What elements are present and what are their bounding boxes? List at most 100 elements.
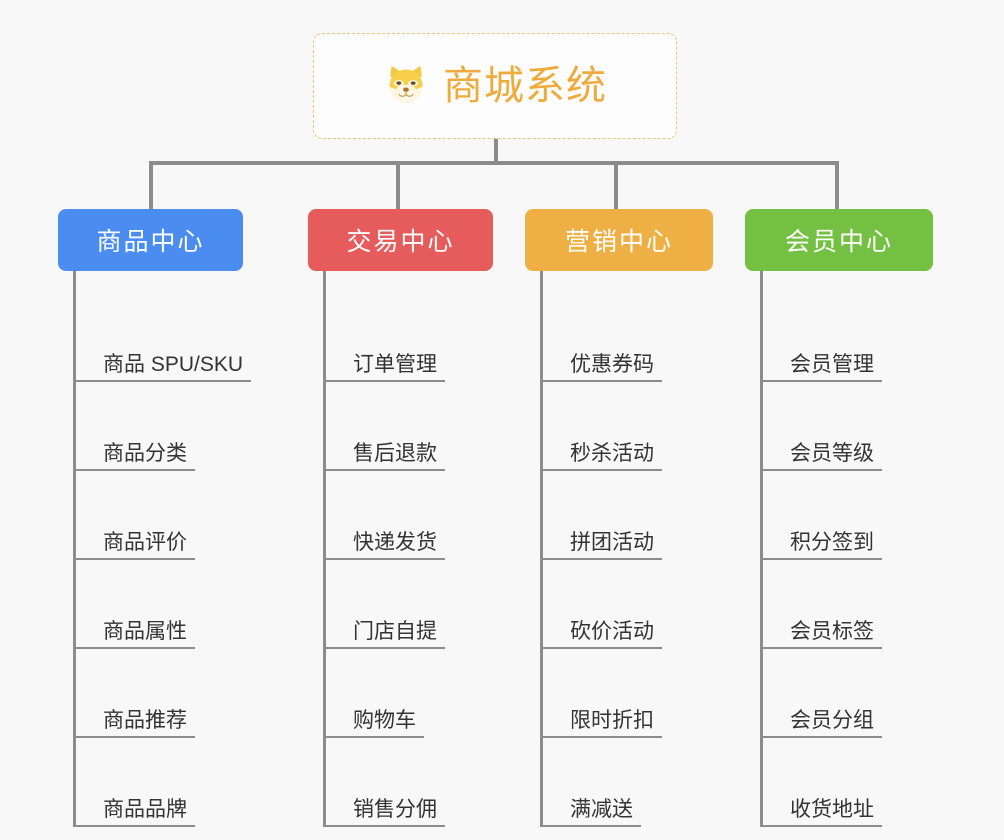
leaf-label: 拼团活动 (570, 530, 654, 554)
list-item[interactable]: 购物车 (308, 649, 493, 738)
leaf-label: 会员标签 (790, 619, 874, 643)
leaf-label: 商品评价 (103, 530, 187, 554)
list-item[interactable]: 会员管理 (745, 293, 933, 382)
leaf-underline (540, 469, 662, 471)
list-item[interactable]: 销售分佣 (308, 738, 493, 827)
leaf-label: 商品品牌 (103, 797, 187, 821)
leaf-label: 砍价活动 (570, 619, 654, 643)
list-item[interactable]: 商品属性 (58, 560, 245, 649)
list-item[interactable]: 会员分组 (745, 649, 933, 738)
list-item[interactable]: 拼团活动 (525, 471, 713, 560)
leaf-spine-3 (540, 293, 543, 827)
list-item[interactable]: 优惠券码 (525, 293, 713, 382)
branch-column-member-center: 会员中心 会员管理 会员等级 积分签到 会员标签 会员分组 (745, 209, 933, 827)
leaf-underline (323, 647, 445, 649)
leaf-list-member-center: 会员管理 会员等级 积分签到 会员标签 会员分组 收货地址 (745, 271, 933, 827)
leaf-label: 收货地址 (790, 797, 874, 821)
root-node[interactable]: 商城系统 (313, 33, 677, 139)
leaf-label: 商品推荐 (103, 708, 187, 732)
connector-branch-stem-2 (323, 271, 326, 293)
list-item[interactable]: 满减送 (525, 738, 713, 827)
list-item[interactable]: 订单管理 (308, 293, 493, 382)
leaf-underline (73, 825, 195, 827)
list-item[interactable]: 商品分类 (58, 382, 245, 471)
connector-branch-stem-1 (73, 271, 76, 293)
leaf-underline (323, 558, 445, 560)
list-item[interactable]: 商品评价 (58, 471, 245, 560)
leaf-spine-1 (73, 293, 76, 827)
branch-header-member-center[interactable]: 会员中心 (745, 209, 933, 271)
connector-bus (149, 161, 839, 165)
connector-drop-2 (396, 161, 400, 209)
leaf-underline (73, 647, 195, 649)
leaf-label: 积分签到 (790, 530, 874, 554)
list-item[interactable]: 会员标签 (745, 560, 933, 649)
list-item[interactable]: 快递发货 (308, 471, 493, 560)
list-item[interactable]: 商品 SPU/SKU (58, 293, 252, 382)
list-item[interactable]: 秒杀活动 (525, 382, 713, 471)
leaf-label: 优惠券码 (570, 352, 654, 376)
list-item[interactable]: 门店自提 (308, 560, 493, 649)
leaf-underline (73, 736, 195, 738)
leaf-underline (540, 825, 641, 827)
leaf-list-trade-center: 订单管理 售后退款 快递发货 门店自提 购物车 销售分佣 (308, 271, 493, 827)
leaf-underline (323, 736, 424, 738)
leaf-underline (540, 736, 662, 738)
connector-drop-1 (149, 161, 153, 209)
leaf-label: 秒杀活动 (570, 441, 654, 465)
list-item[interactable]: 砍价活动 (525, 560, 713, 649)
leaf-underline (73, 380, 252, 382)
branch-header-marketing-center[interactable]: 营销中心 (525, 209, 713, 271)
leaf-underline (323, 469, 445, 471)
leaf-underline (760, 469, 882, 471)
leaf-underline (73, 558, 195, 560)
list-item[interactable]: 会员等级 (745, 382, 933, 471)
leaf-underline (760, 380, 882, 382)
leaf-label: 商品分类 (103, 441, 187, 465)
branch-header-trade-center[interactable]: 交易中心 (308, 209, 493, 271)
shiba-dog-face-icon (389, 65, 423, 104)
leaf-label: 商品属性 (103, 619, 187, 643)
leaf-label: 限时折扣 (570, 708, 654, 732)
leaf-underline (760, 558, 882, 560)
leaf-list-marketing-center: 优惠券码 秒杀活动 拼团活动 砍价活动 限时折扣 满减送 (525, 271, 713, 827)
leaf-underline (760, 647, 882, 649)
branch-column-marketing-center: 营销中心 优惠券码 秒杀活动 拼团活动 砍价活动 限时折扣 (525, 209, 713, 827)
leaf-spine-4 (760, 293, 763, 827)
leaf-label: 会员等级 (790, 441, 874, 465)
leaf-label: 售后退款 (353, 441, 437, 465)
list-item[interactable]: 商品品牌 (58, 738, 245, 827)
connector-branch-stem-3 (540, 271, 543, 293)
leaf-underline (73, 469, 195, 471)
leaf-underline (540, 647, 662, 649)
list-item[interactable]: 商品推荐 (58, 649, 245, 738)
list-item[interactable]: 积分签到 (745, 471, 933, 560)
root-title: 商城系统 (443, 64, 607, 108)
leaf-label: 购物车 (353, 708, 416, 732)
leaf-label: 会员分组 (790, 708, 874, 732)
leaf-underline (540, 380, 662, 382)
leaf-label: 会员管理 (790, 352, 874, 376)
list-item[interactable]: 收货地址 (745, 738, 933, 827)
leaf-underline (323, 825, 445, 827)
leaf-label: 订单管理 (353, 352, 437, 376)
leaf-underline (540, 558, 662, 560)
leaf-label: 商品 SPU/SKU (103, 352, 244, 376)
leaf-list-product-center: 商品 SPU/SKU 商品分类 商品评价 商品属性 商品推荐 商品品牌 (58, 271, 252, 827)
leaf-label: 满减送 (570, 797, 633, 821)
branch-column-trade-center: 交易中心 订单管理 售后退款 快递发货 门店自提 购物车 (308, 209, 493, 827)
branch-column-product-center: 商品中心 商品 SPU/SKU 商品分类 商品评价 商品属性 商品推荐 (58, 209, 252, 827)
leaf-label: 门店自提 (353, 619, 437, 643)
connector-branch-stem-4 (760, 271, 763, 293)
connector-drop-4 (835, 161, 839, 209)
leaf-label: 销售分佣 (353, 797, 437, 821)
leaf-spine-2 (323, 293, 326, 827)
leaf-underline (323, 380, 445, 382)
connector-root-stem (494, 139, 498, 165)
list-item[interactable]: 限时折扣 (525, 649, 713, 738)
leaf-underline (760, 825, 882, 827)
branch-header-product-center[interactable]: 商品中心 (58, 209, 243, 271)
list-item[interactable]: 售后退款 (308, 382, 493, 471)
leaf-label: 快递发货 (353, 530, 437, 554)
